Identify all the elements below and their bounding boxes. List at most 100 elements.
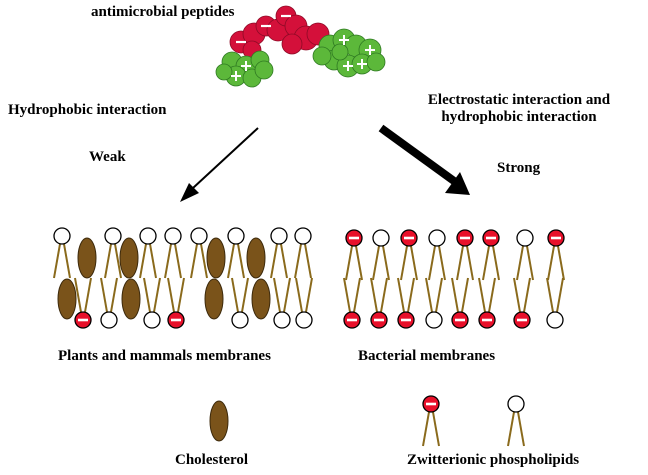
lipid-tail [466,245,474,281]
lipid-tail [370,277,378,313]
lipid-tail [345,245,353,281]
lipid-head [104,227,122,245]
lipid-tail [273,277,281,313]
lipid-tail [343,277,351,313]
lipid-tail [280,243,288,279]
weak-arrow-head [180,183,199,202]
anionic-phospholipid [345,229,363,281]
lipid-tail [294,243,302,279]
anionic-phospholipid [167,277,185,329]
hydrophobic-label: Hydrophobic interaction [8,102,167,118]
lipid-tail [526,245,534,281]
cholesterol-label: Cholesterol [175,452,249,468]
strong-arrow-line [378,124,457,185]
zwitterionic-phospholipid [516,229,534,281]
zwitterionic-phospholipid [295,277,313,329]
anionic-phospholipid [482,229,500,281]
anionic-phospholipid [451,277,469,329]
lipid-tail [410,245,418,281]
lipid-tail [237,243,245,279]
lipid-tail [456,245,464,281]
lipid-tail [488,277,496,313]
anionic-phospholipid [547,229,565,281]
lipid-tail [227,243,235,279]
legend-cholesterol-symbol [209,400,229,442]
lipid-tail [139,243,147,279]
lipid-tail [53,243,61,279]
weak-label: Weak [89,149,126,165]
lipid-tail [451,277,459,313]
peptide-residue-green [331,43,349,61]
plants-mammals-membrane [53,227,313,329]
lipid-head [53,227,71,245]
lipid-head [273,311,291,329]
zwitterionic-phospholipid [53,227,71,279]
interaction-arrows [180,124,470,202]
lipid-tail [153,277,161,313]
lipid-tail [305,277,313,313]
lipid-tail [190,243,198,279]
lipid-tail [241,277,249,313]
lipid-tail [100,277,108,313]
lipid-tail [270,243,278,279]
lipid-head [295,311,313,329]
zwitterionic-phospholipid [139,227,157,279]
zwitterionic-phospholipid [100,277,118,329]
plants-membranes-label: Plants and mammals membranes [58,348,271,364]
lipid-tail [84,277,92,313]
zwitterionic-phospholipid [273,277,291,329]
anionic-phospholipid [513,277,531,329]
lipid-tail [110,277,118,313]
lipid-tail [546,277,554,313]
lipid-tail [143,277,151,313]
lipid-head [100,311,118,329]
anionic-phospholipid [343,277,361,329]
anionic-phospholipid [456,229,474,281]
cholesterol-molecule [121,278,141,320]
lipid-head [139,227,157,245]
lipid-tail [482,245,490,281]
anionic-phospholipid [397,277,415,329]
cholesterol-molecule [206,237,226,279]
anionic-phospholipid [400,229,418,281]
cholesterol-molecule [57,278,77,320]
lipid-tail [397,277,405,313]
lipid-tail [507,411,515,447]
zwitterionic-phospholipid [164,227,182,279]
lipid-tail [167,277,175,313]
lipid-head [516,229,534,247]
peptide-residue-red [281,33,303,55]
peptide-residue-green [215,63,233,81]
lipid-tail [231,277,239,313]
bacterial-membranes-label: Bacterial membranes [358,348,496,364]
zwitterionic-phospholipid [372,229,390,281]
lipid-head [294,227,312,245]
cholesterol-molecule [77,237,97,279]
anionic-phospholipid [74,277,92,329]
lipid-tail [428,245,436,281]
zwitterionic-phospholipid [425,277,443,329]
lipid-tail [149,243,157,279]
peptide-residue-green [312,46,332,66]
lipid-tail [461,277,469,313]
strong-arrow-head [445,172,470,195]
zwitterionic-phospholipid [231,277,249,329]
lipid-tail [400,245,408,281]
weak-arrow-line [192,127,259,189]
lipid-tail [478,277,486,313]
lipid-head [425,311,443,329]
bacterial-membrane [343,229,565,329]
zwitterionic-phospholipid [270,227,288,279]
electrostatic-label: Electrostatic interaction and hydrophobi… [400,92,638,127]
zwitterionic-phospholipid [104,227,122,279]
lipid-head [507,395,525,413]
lipid-tail [432,411,440,447]
peptide-residue-green [254,60,274,80]
lipid-tail [380,277,388,313]
lipid-tail [200,243,208,279]
zwitterionic-phospholipid [546,277,564,329]
cholesterol-molecule [119,237,139,279]
lipid-tail [422,411,430,447]
lipid-tail [517,411,525,447]
